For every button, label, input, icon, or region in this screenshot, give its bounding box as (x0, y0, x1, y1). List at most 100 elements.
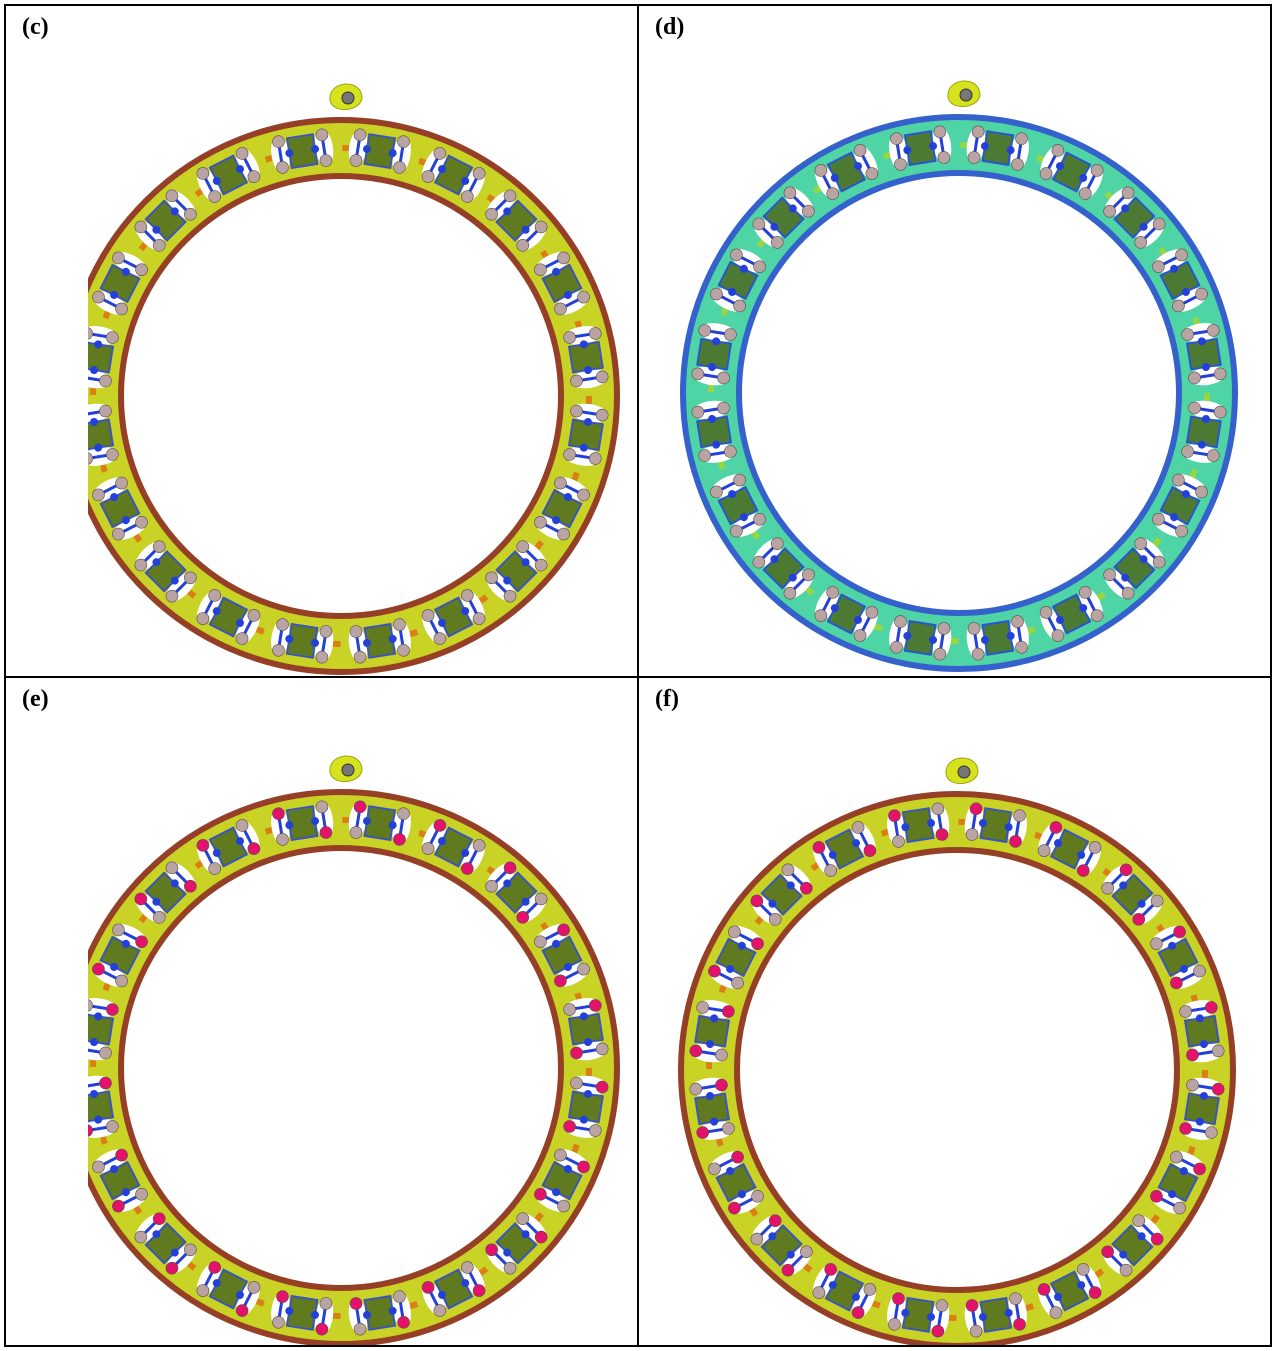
atom (1172, 473, 1185, 487)
atom (717, 401, 730, 415)
atom-pink (397, 1315, 410, 1329)
ring-unit (966, 125, 1029, 171)
atom-pink (73, 1042, 87, 1056)
atom (247, 170, 261, 183)
atom (577, 290, 590, 304)
atom (276, 161, 289, 174)
atom (557, 527, 570, 541)
atom (1175, 248, 1188, 262)
atom (433, 1304, 447, 1317)
atom (1172, 299, 1185, 313)
atom (1179, 1005, 1192, 1018)
atom (768, 913, 782, 926)
atom (397, 643, 410, 657)
ring-accent (90, 145, 592, 647)
atom (971, 647, 985, 661)
atom (698, 449, 712, 462)
ring-unit (348, 128, 411, 174)
atom (1188, 371, 1201, 385)
atom (184, 1243, 197, 1257)
atom (319, 1297, 333, 1310)
atom-pink (824, 1263, 837, 1276)
atom-pink (393, 833, 406, 846)
atom (570, 1076, 583, 1090)
atom (134, 558, 148, 572)
ring-unit (1039, 144, 1104, 200)
atom (1011, 158, 1024, 171)
ring-unit (421, 589, 486, 645)
atom (534, 263, 547, 276)
atom-pink (888, 809, 901, 823)
atom (73, 1080, 87, 1094)
atom (965, 828, 979, 841)
ring-unit (812, 1263, 877, 1319)
atom (319, 154, 333, 167)
atom-pink (315, 1322, 329, 1336)
atom (272, 1315, 285, 1329)
ring-unit (889, 125, 952, 171)
atom-pink (851, 1306, 865, 1319)
atom-pink (272, 807, 285, 821)
atom-pink (1150, 1190, 1163, 1203)
atom (485, 207, 498, 221)
atom-pink (88, 1124, 94, 1137)
atom (1150, 894, 1164, 908)
atom (969, 1324, 983, 1338)
atom (196, 1284, 210, 1297)
atom (92, 1160, 105, 1174)
atom (1195, 287, 1208, 301)
atom-pink (563, 1120, 576, 1133)
atom (557, 251, 570, 265)
ring-unit (966, 615, 1029, 661)
ring-unit (348, 1290, 411, 1336)
ring-unit (1101, 1214, 1164, 1277)
ring-unit (750, 1214, 813, 1277)
atom-pink (1150, 1232, 1164, 1246)
panel-f: (f) (639, 678, 1270, 1345)
atom (196, 167, 210, 180)
atom (152, 540, 166, 553)
atom (88, 452, 94, 465)
atom (534, 516, 547, 529)
atom-pink (421, 1281, 435, 1294)
atom (472, 167, 486, 180)
atom (106, 331, 119, 344)
panel-label: (e) (22, 686, 49, 712)
atom (184, 207, 197, 221)
atom-pink (554, 974, 567, 988)
atom (1206, 324, 1220, 337)
atom (724, 328, 737, 341)
atom (689, 1082, 703, 1096)
atom-pink (768, 1214, 782, 1227)
atom (1188, 401, 1201, 415)
atom-pink (92, 962, 105, 976)
ring-unit (534, 251, 590, 316)
adsorbate-cap (329, 755, 363, 782)
atom (753, 513, 766, 526)
atom (733, 473, 746, 487)
ring-unit (134, 540, 197, 603)
adsorbate-cap (329, 83, 363, 110)
atom (349, 826, 363, 839)
atom (752, 217, 766, 231)
atom-pink (731, 1150, 744, 1164)
ring-accent (90, 817, 592, 1319)
atom (1103, 568, 1116, 582)
atom (967, 622, 981, 635)
atom (826, 187, 839, 200)
atom (485, 571, 498, 585)
atom (92, 290, 105, 304)
ring-unit (348, 618, 411, 664)
panel-d: (d) (639, 6, 1270, 676)
atom (783, 586, 797, 600)
atom (967, 151, 981, 164)
atom (554, 1148, 567, 1162)
atom (1152, 513, 1165, 526)
atom (890, 640, 903, 654)
ring-unit (92, 923, 148, 988)
ring-unit (196, 147, 261, 203)
grid-divider-vertical (637, 4, 639, 1347)
atom (971, 125, 985, 139)
ring-unit (134, 189, 197, 252)
atom (595, 408, 609, 422)
